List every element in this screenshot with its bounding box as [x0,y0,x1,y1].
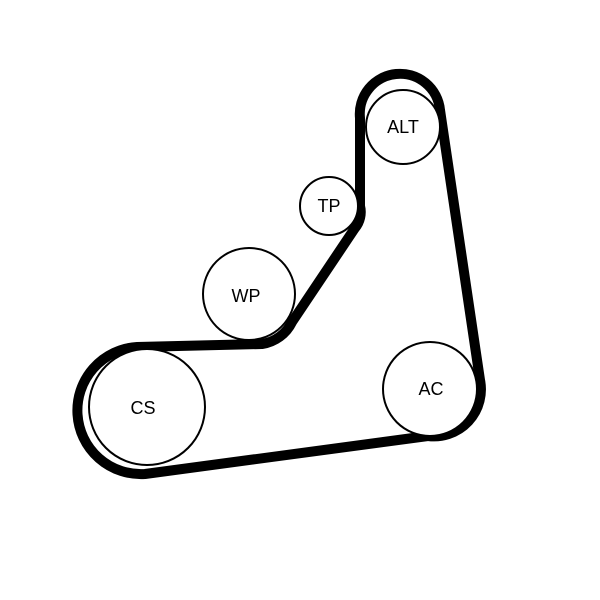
serpentine-belt [72,68,486,480]
pulley-cs-label: CS [130,398,155,418]
pulley-wp: WP [202,247,296,341]
pulley-alt-label: ALT [387,117,419,137]
pulley-tp-label: TP [317,196,340,216]
pulley-cs: CS [88,348,206,466]
pulley-ac-label: AC [418,379,443,399]
pulley-tp: TP [299,176,359,236]
pulley-ac: AC [382,341,478,437]
pulley-wp-label: WP [232,286,261,306]
pulley-alt: ALT [365,89,441,165]
